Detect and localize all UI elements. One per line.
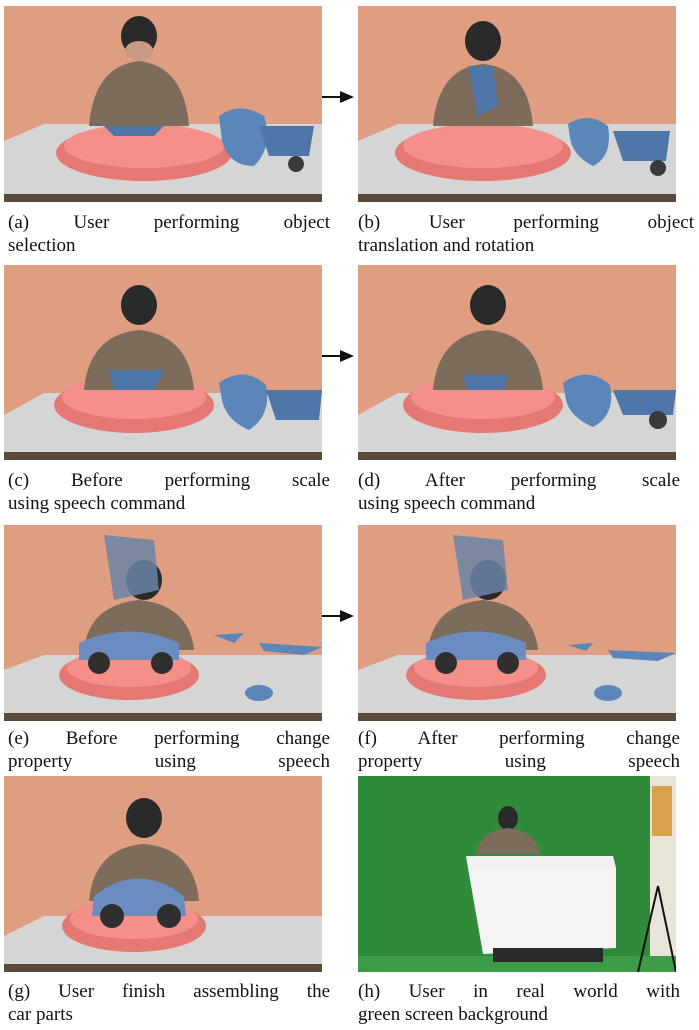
panel-a-image	[4, 6, 322, 202]
caption-c-line2: using speech command	[8, 493, 186, 514]
caption-h: (h) User in real world with green screen…	[358, 980, 680, 1026]
caption-a-line1: (a) User performing object	[8, 212, 330, 233]
caption-b: (b) User performing object translation a…	[358, 211, 694, 257]
panel-h-image	[358, 776, 676, 972]
caption-d-line1: (d) After performing scale	[358, 470, 680, 491]
arrow-right-icon	[322, 610, 354, 622]
panel-d-image	[358, 265, 676, 460]
panel-f-image	[358, 525, 676, 721]
caption-a: (a) User performing object selection	[8, 211, 330, 257]
caption-f: (f) After performing change property usi…	[358, 727, 680, 773]
caption-b-line2: translation and rotation	[358, 235, 535, 256]
panel-c-image	[4, 265, 322, 460]
caption-e-line1: (e) Before performing change	[8, 728, 330, 749]
caption-b-line1: (b) User performing object	[358, 212, 694, 233]
caption-e: (e) Before performing change property us…	[8, 727, 330, 773]
panel-g-image	[4, 776, 322, 972]
caption-g-line2: car parts	[8, 1004, 73, 1025]
caption-d-line2: using speech command	[358, 493, 536, 514]
caption-g: (g) User finish assembling the car parts	[8, 980, 330, 1026]
panel-e-image	[4, 525, 322, 721]
caption-e-line2: property using speech	[8, 751, 330, 772]
caption-f-line2: property using speech	[358, 751, 680, 772]
caption-g-line1: (g) User finish assembling the	[8, 981, 330, 1002]
arrow-right-icon	[322, 91, 354, 103]
caption-d: (d) After performing scale using speech …	[358, 469, 680, 515]
panel-b-image	[358, 6, 676, 202]
caption-f-line1: (f) After performing change	[358, 728, 680, 749]
caption-h-line1: (h) User in real world with	[358, 981, 680, 1002]
caption-c-line1: (c) Before performing scale	[8, 470, 330, 491]
caption-a-line2: selection	[8, 235, 76, 256]
caption-c: (c) Before performing scale using speech…	[8, 469, 330, 515]
caption-h-line2: green screen background	[358, 1004, 548, 1025]
arrow-right-icon	[322, 350, 354, 362]
